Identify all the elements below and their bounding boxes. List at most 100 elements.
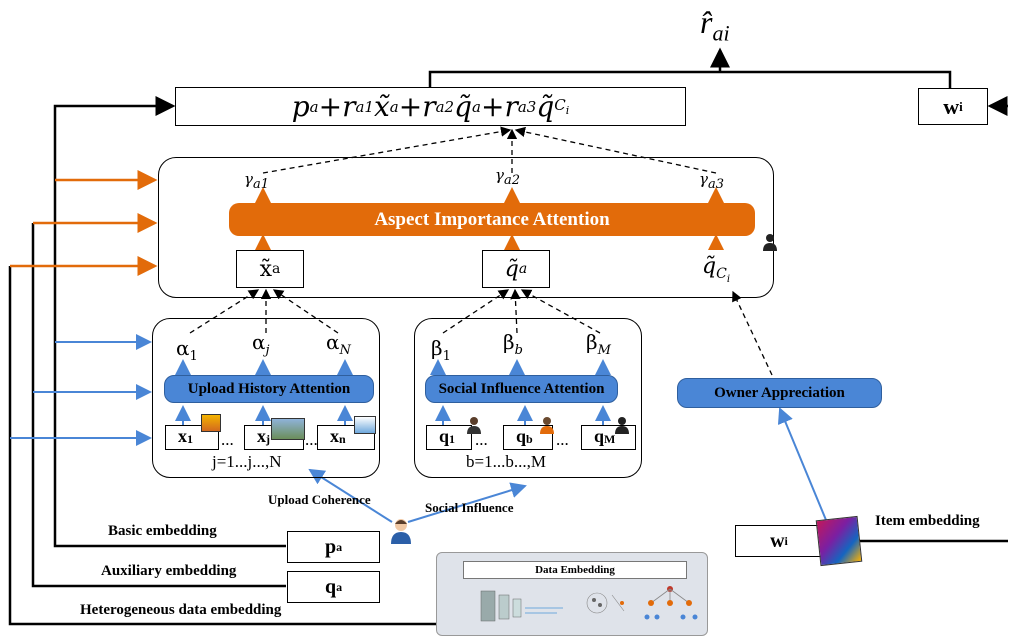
upload-attention-label: Upload History Attention	[187, 380, 351, 397]
formula-x-tilde: x̃	[373, 90, 390, 123]
x-node-base: x̃	[259, 256, 273, 282]
beta-sub: 1	[442, 349, 451, 364]
beta-base: β	[503, 330, 515, 354]
formula-plus: +	[318, 90, 343, 123]
aspect-panel	[158, 157, 774, 298]
formula-r2-sub: a2	[435, 97, 455, 116]
qc-node-subsub: i	[726, 274, 731, 286]
alpha-sub: j	[265, 343, 270, 358]
social-influence-attention: Social Influence Attention	[425, 375, 618, 403]
formula-qc-tilde: q̃	[536, 90, 555, 123]
formula-p-sub: a	[309, 97, 319, 116]
alpha-sub: N	[339, 343, 351, 358]
formula-plus: +	[480, 90, 505, 123]
upload-ellipsis: ...	[221, 430, 234, 449]
user-influence-arrows	[308, 468, 527, 523]
formula-r3-sub: a3	[517, 97, 537, 116]
owner-person-icon	[763, 234, 777, 251]
item-base: q	[594, 426, 605, 446]
upload-history-panel	[152, 318, 380, 478]
formula-qc-subsub: i	[565, 104, 570, 117]
formula-r1-sub: a1	[355, 97, 374, 116]
gamma-base: γ	[699, 170, 708, 188]
data-embedding-label: Data Embedding	[535, 564, 615, 576]
gamma-to-formula-arrows	[262, 126, 717, 174]
item-sub: b	[526, 432, 533, 446]
gamma-a3: γa3	[699, 170, 724, 192]
wi-top-sub: i	[959, 98, 963, 114]
left-feed-lines	[8, 96, 440, 626]
upload-coherence-label: Upload Coherence	[268, 492, 371, 507]
upload-image-icon	[271, 418, 305, 440]
formula-x-sub: a	[389, 97, 399, 116]
basic-embedding-label: Basic embedding	[108, 523, 217, 539]
alpha-n: αN	[326, 330, 351, 358]
data-embedding-title: Data Embedding	[463, 561, 687, 579]
item-sub: 1	[187, 432, 193, 446]
gamma-base: γ	[495, 166, 504, 184]
item-base: x	[178, 426, 187, 446]
q-node-sub: a	[518, 261, 528, 277]
upload-image-icon	[354, 416, 376, 434]
beta-base: β	[586, 330, 598, 354]
wi-item-sub: i	[784, 533, 788, 548]
owner-to-qc-arrow	[732, 290, 773, 376]
upload-image-icon	[201, 414, 221, 432]
friend-person-icon	[540, 417, 554, 434]
social-ellipsis: ...	[475, 430, 488, 449]
alpha-base: α	[176, 336, 190, 360]
item-to-owner-arrow	[777, 407, 827, 521]
gamma-sub: a1	[252, 177, 269, 192]
tree-thumbnail-icon	[644, 586, 698, 620]
qa-base: q	[324, 575, 337, 598]
q-aspect-node: q̃a	[482, 250, 550, 288]
beta-base: β	[431, 336, 443, 360]
upload-inner-arrows	[175, 359, 353, 425]
aspect-importance-attention: Aspect Importance Attention	[229, 203, 755, 236]
cnn-thumbnail-icon	[480, 590, 563, 622]
item-sub: j	[266, 432, 270, 446]
upload-history-attention: Upload History Attention	[164, 375, 374, 403]
formula-plus: +	[398, 90, 423, 123]
beta-m: βM	[586, 330, 611, 358]
qc-node-base: q̃	[702, 254, 717, 279]
graph-thumbnail-icon	[586, 592, 625, 614]
pa-base: p	[324, 535, 337, 558]
item-sub: n	[339, 432, 346, 446]
upload-ellipsis: ...	[305, 430, 318, 449]
x-node-sub: a	[272, 261, 281, 277]
item-base: x	[257, 426, 266, 446]
social-influence-label: Social Influence	[425, 500, 514, 515]
formula-r1: r	[342, 90, 356, 123]
owner-appreciation-label: Owner Appreciation	[714, 384, 845, 401]
item-sub: 1	[449, 432, 456, 446]
beta-sub: M	[597, 343, 611, 358]
alpha-sub: 1	[189, 349, 198, 364]
wi-top-base: w	[943, 93, 960, 119]
user-person-icon	[391, 519, 411, 544]
data-embedding-panel: Data Embedding	[436, 552, 708, 636]
formula-qc-sub: C	[554, 96, 566, 114]
formula-p: p	[291, 90, 310, 123]
x-aspect-node: x̃a	[236, 250, 304, 288]
heterogeneous-embedding-label: Heterogeneous data embedding	[80, 602, 282, 618]
item-base: q	[516, 426, 527, 446]
q-node-base: q̃	[504, 256, 519, 282]
alpha-1: α1	[176, 336, 198, 364]
formula-r2: r	[422, 90, 436, 123]
beta-sub: b	[514, 343, 523, 358]
formula-q-sub: a	[472, 97, 481, 116]
gamma-a2: γa2	[495, 166, 520, 188]
social-ellipsis: ...	[556, 430, 569, 449]
upload-index-text: j=1...j...,N	[212, 452, 282, 471]
item-base: q	[439, 426, 450, 446]
pa-sub: a	[336, 539, 343, 554]
